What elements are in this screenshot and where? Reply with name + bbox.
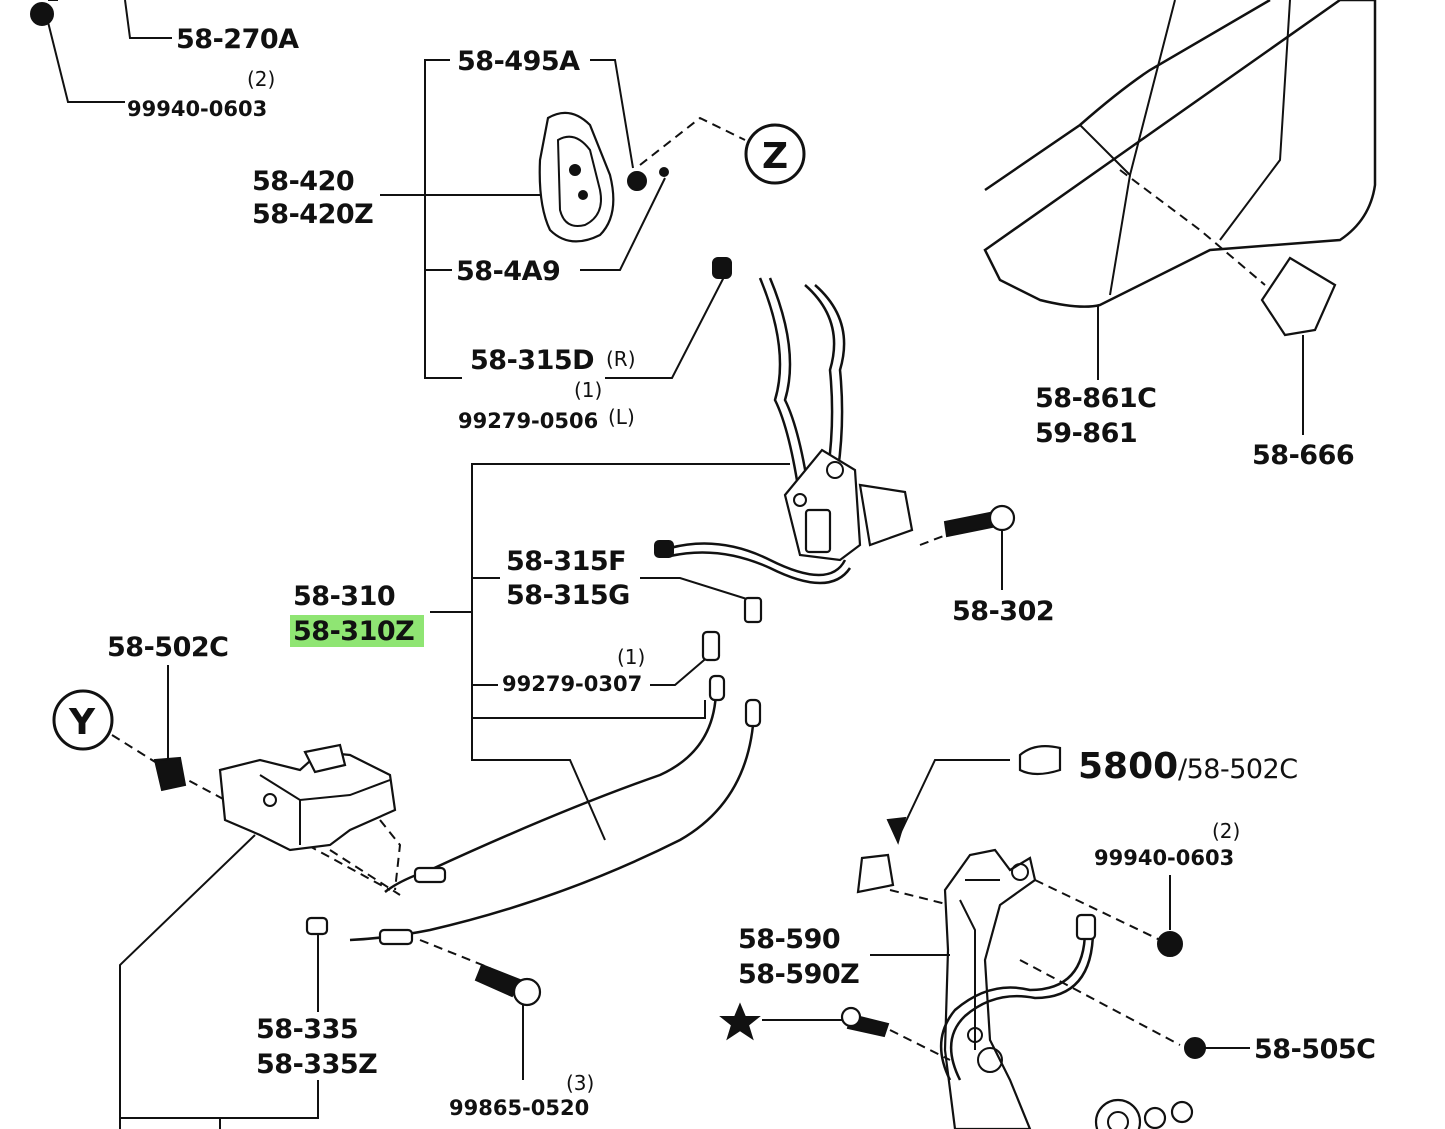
label-58-310: 58-310: [293, 581, 395, 612]
latch-body: [218, 750, 397, 852]
label-58-590: 58-590: [738, 924, 840, 955]
group-latch-left: 58-502C Y: [52, 632, 402, 1129]
group-outer-handle: 58-495A 58-420 58-420Z 58-4A9 Z: [252, 46, 806, 379]
callout-z-label: Z: [762, 136, 788, 177]
group-door-lock: 58-302 58-310 58-310Z 58-315F 58-315G (1…: [290, 277, 1055, 946]
label-58-335Z: 58-335Z: [256, 1049, 377, 1080]
label-99865-0520: 99865-0520: [449, 1096, 589, 1120]
group-top-left: 58-270A (2) 99940-0603: [30, 0, 300, 121]
bolt-58-505C: [1184, 1037, 1206, 1059]
label-58-420Z: 58-420Z: [252, 199, 373, 230]
callout-y-label: Y: [68, 702, 96, 743]
label-99279-0506: 99279-0506: [458, 409, 598, 433]
star-icon: [719, 1002, 761, 1041]
clip-5800: [856, 853, 895, 894]
label-58-315F: 58-315F: [506, 546, 626, 577]
label-99940-0603-b: 99940-0603: [1094, 846, 1234, 870]
group-regulator: 5800 /58-502C (2) 99940-0603 58-590 58-5…: [719, 745, 1376, 1129]
side-l: (L): [608, 405, 635, 429]
label-58-861C: 58-861C: [1035, 383, 1156, 414]
side-r: (R): [606, 347, 636, 371]
glass-stopper: [1260, 256, 1337, 337]
bolt-head-icon: [30, 2, 54, 26]
screw-99865-0520: [474, 963, 522, 998]
label-58-4A9: 58-4A9: [456, 256, 560, 287]
label-5800-suffix: /58-502C: [1178, 754, 1298, 785]
label-58-502C: 58-502C: [107, 632, 228, 663]
outer-handle: [538, 111, 615, 243]
hand-pointer-icon: [1018, 745, 1062, 776]
label-99940-0603-top: 99940-0603: [127, 97, 267, 121]
label-58-420: 58-420: [252, 166, 354, 197]
part-58-335: [305, 916, 329, 936]
nut-99940-0603: [1157, 931, 1183, 957]
clip-58-502C: [153, 756, 187, 792]
label-58-666: 58-666: [1252, 440, 1354, 471]
label-58-495A: 58-495A: [457, 46, 580, 77]
label-58-505C: 58-505C: [1254, 1034, 1375, 1065]
qty-0603-b: (2): [1212, 819, 1240, 843]
group-glass: 58-861C 59-861 58-666: [983, 0, 1377, 471]
label-59-861: 59-861: [1035, 418, 1137, 449]
qty-0307: (1): [617, 645, 645, 669]
label-58-270A: 58-270A: [176, 24, 299, 55]
qty-0520: (3): [566, 1071, 594, 1095]
label-58-315G: 58-315G: [506, 580, 630, 611]
callout-circle-y: [52, 689, 114, 751]
clip-495A: [627, 171, 647, 191]
highlight-58-310Z: [290, 615, 424, 647]
label-58-590Z: 58-590Z: [738, 959, 859, 990]
label-99279-0307: 99279-0307: [502, 672, 642, 696]
rod-clip: [712, 257, 732, 279]
qty-top: (2): [247, 67, 275, 91]
label-58-315D: 58-315D: [470, 345, 594, 376]
label-5800: 5800: [1078, 746, 1178, 787]
label-58-335: 58-335: [256, 1014, 358, 1045]
callout-circle-z: [744, 123, 806, 185]
group-rod-315D: 58-315D (R) (1) 99279-0506 (L): [458, 257, 732, 433]
group-58-335: 58-335 58-335Z (3) 99865-0520: [120, 916, 594, 1129]
label-58-310Z: 58-310Z: [293, 616, 414, 647]
door-lock-body: [783, 448, 862, 562]
label-58-302: 58-302: [952, 596, 1054, 627]
qty-315: (1): [574, 378, 602, 402]
